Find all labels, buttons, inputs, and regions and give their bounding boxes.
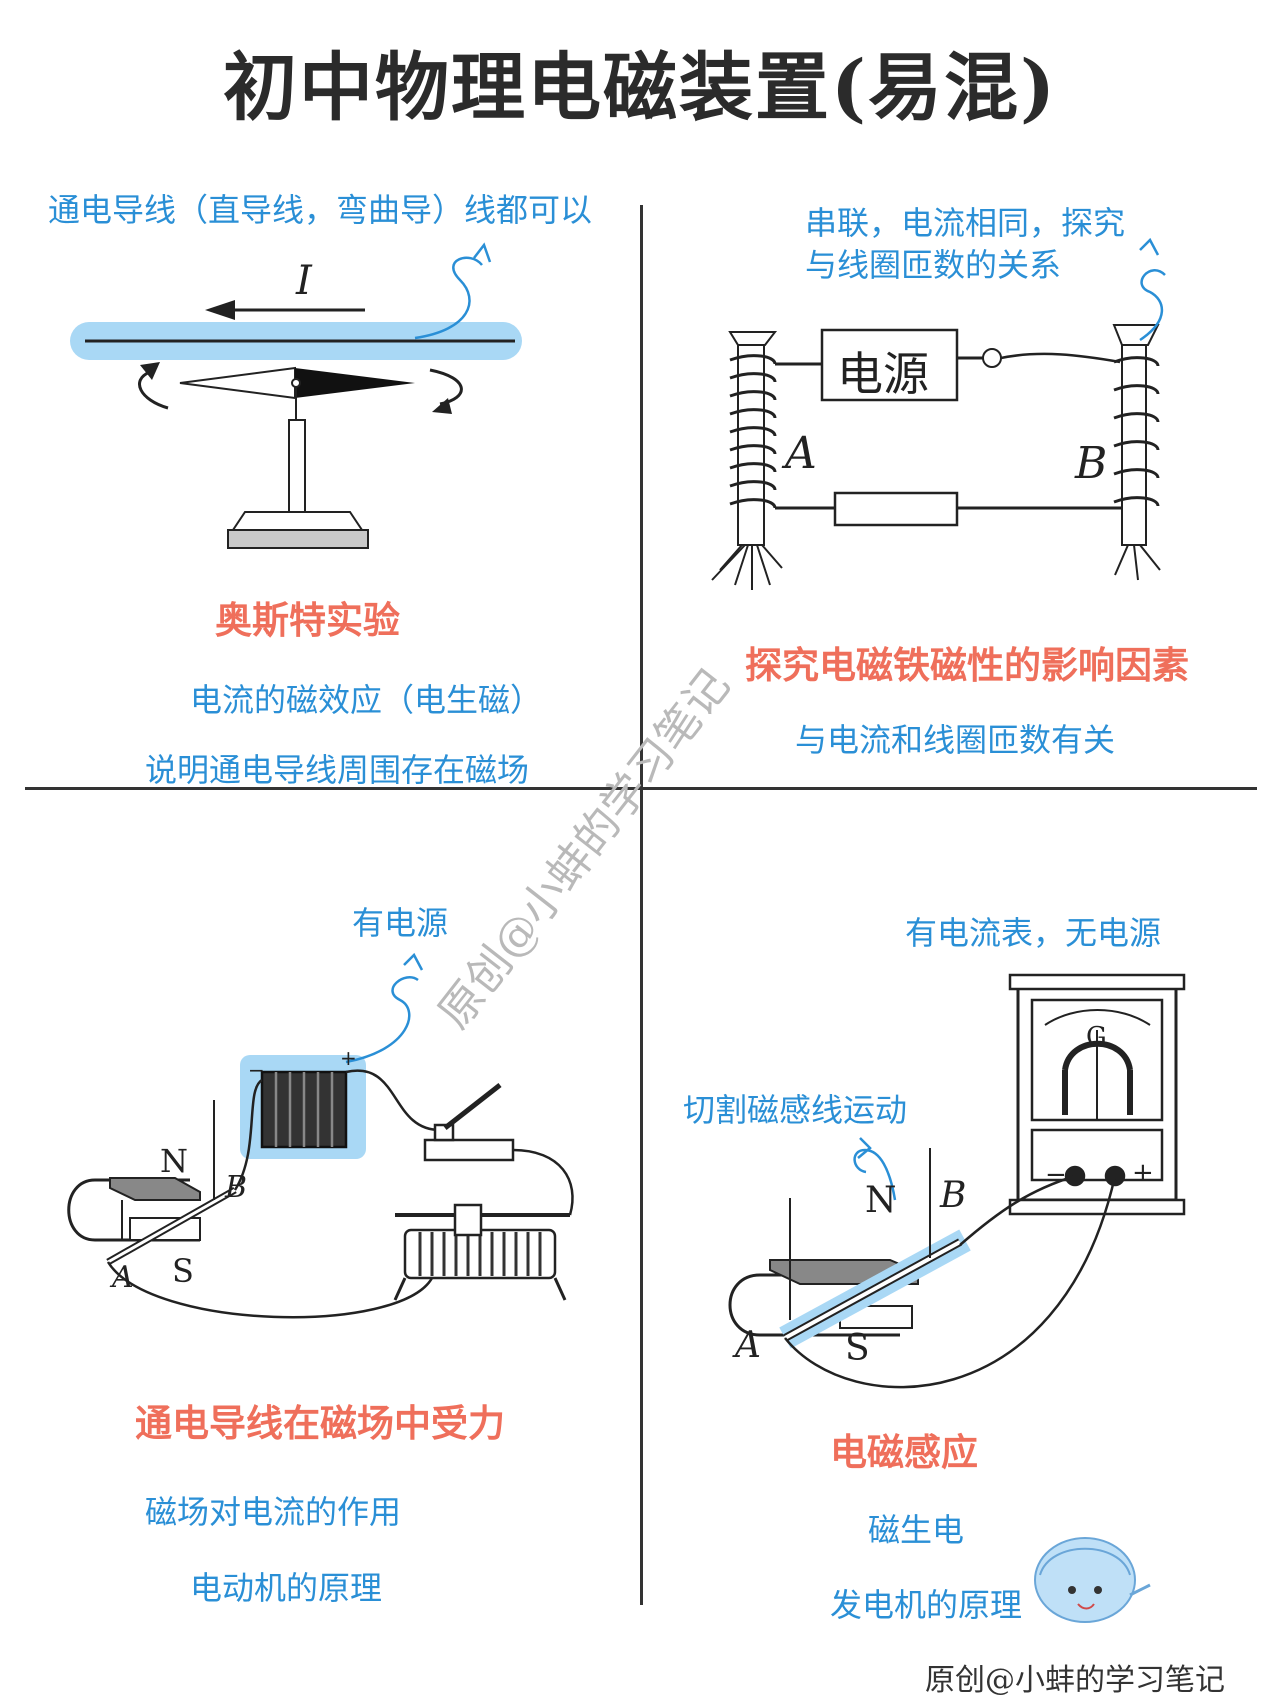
battery-plus: + [340,1046,357,1070]
electromagnet-name: 探究电磁铁磁性的影响因素 [745,644,1189,687]
motor-a-label: A [112,1260,134,1295]
battery-minus: − [248,1058,265,1082]
oersted-desc-1: 电流的磁效应（电生磁） [190,681,543,719]
iron-filings-a [711,544,783,590]
stand-base [227,529,369,549]
rheostat-coil [418,1232,542,1276]
page-title: 初中物理电磁装置(易混) [222,45,1058,131]
vertical-divider [640,205,643,1605]
meter-minus: − [1045,1160,1067,1190]
horizontal-divider [25,787,1257,790]
coil-b-windings [1113,356,1160,507]
u-magnet [67,1178,200,1242]
induction-diagram [728,973,1186,1389]
induction-desc-2: 发电机的原理 [830,1586,1023,1624]
meter-scale [1044,1009,1151,1026]
power-supply-label: 电源 [837,347,929,401]
credit-text: 原创@小蚌的学习笔记 [925,1663,1225,1698]
u-magnet-induction [728,1273,900,1337]
motor-diagram [67,952,574,1319]
induction-b-label: B [940,1175,967,1216]
motor-note: 有电源 [352,904,449,942]
induction-desc-1: 磁生电 [868,1511,965,1549]
galvanometer-label: G [1086,1022,1107,1052]
motor-b-label: B [225,1170,248,1205]
needle-black [295,368,415,398]
induction-a-label: A [735,1325,761,1366]
motor-name: 通电导线在磁场中受力 [135,1402,505,1445]
motor-desc-2: 电动机的原理 [190,1569,383,1607]
motor-north-label: N [160,1142,188,1180]
induction-note-1: 有电流表，无电源 [905,914,1162,952]
current-symbol: I [296,258,312,304]
coil-a-windings [729,354,777,509]
rotate-arrow-left-icon [138,370,169,410]
oersted-note: 通电导线（直导线，弯曲导）线都可以 [48,191,593,229]
oersted-name: 奥斯特实验 [215,599,400,642]
electromagnet-note-2: 与线圈匝数的关系 [805,246,1062,284]
coil-b-label: B [1075,438,1108,489]
iron-filings-b [1114,544,1161,581]
motor-south-label: S [172,1252,194,1290]
motor-desc-1: 磁场对电流的作用 [145,1493,402,1531]
induction-north-label: N [865,1180,897,1221]
electromagnet-diagram [711,237,1166,590]
electromagnet-note-1: 串联，电流相同，探究 [805,204,1126,242]
induction-name: 电磁感应 [830,1431,978,1474]
power-supply-box [820,328,959,402]
electromagnet-desc: 与电流和线圈匝数有关 [795,721,1116,759]
oersted-diagram [70,242,522,549]
induction-south-label: S [845,1328,870,1369]
induction-note-2: 切割磁感线运动 [683,1091,908,1129]
coil-a-label: A [785,428,817,479]
oersted-desc-2: 说明通电导线周围存在磁场 [145,751,530,789]
meter-plus: + [1132,1158,1154,1188]
